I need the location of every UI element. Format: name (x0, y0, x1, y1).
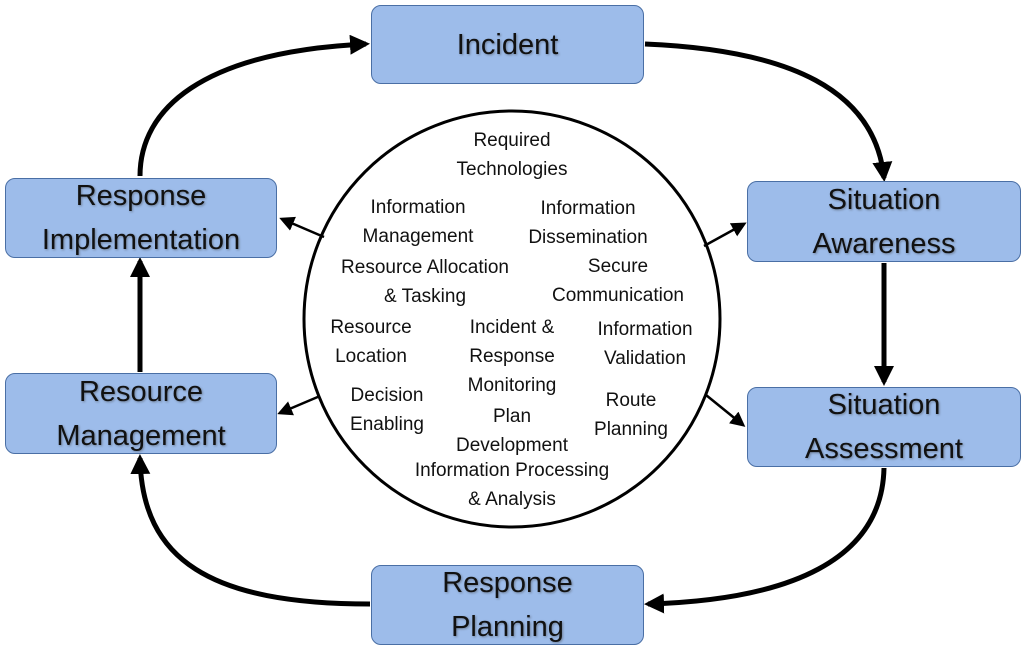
item-route-planning: Route Planning (594, 390, 668, 440)
situation-awareness-label-line-1: Situation (827, 183, 941, 216)
response-implementation-label-line-1: Response (75, 180, 207, 212)
spoke-to-response-implementation (279, 216, 325, 239)
item-required-technologies: Required Technologies (456, 130, 568, 180)
item-decision-enabling: Decision Enabling (350, 385, 424, 435)
resource-management-box: Resource Management (5, 373, 277, 454)
response-planning-label-line-2: Planning (451, 611, 564, 643)
situation-assessment-label-line-1: Situation (827, 389, 941, 421)
situation-assessment-label-line-2: Assessment (805, 433, 963, 465)
spoke-to-situation-awareness (703, 222, 747, 248)
item-information-validation: Information Validation (597, 319, 693, 369)
item-plan-development: Plan Development (456, 406, 568, 456)
arrow-assessment-to-planning (644, 467, 887, 614)
center-circle (302, 109, 722, 529)
arrow-implementation-to-incident (137, 34, 370, 177)
arrow-planning-to-resource-management (130, 454, 371, 607)
item-incident-response-monitoring: Incident & Response Monitoring (467, 317, 557, 396)
incident-label: Incident (456, 28, 559, 61)
item-information-management: Information Management (362, 197, 474, 247)
spoke-to-resource-management (277, 394, 321, 416)
response-implementation-box: Response Implementation (5, 178, 277, 258)
item-secure-communication: Secure Communication (552, 256, 684, 306)
item-resource-location: Resource Location (330, 317, 412, 367)
resource-management-label-line-1: Resource (78, 375, 204, 408)
arrow-incident-to-awareness (644, 41, 893, 182)
situation-assessment-box: Situation Assessment (747, 387, 1021, 467)
response-implementation-label-line-2: Implementation (41, 224, 241, 256)
incident-box: Incident (371, 5, 644, 84)
spoke-to-situation-assessment (705, 394, 746, 427)
response-planning-label-line-1: Response (442, 567, 573, 599)
situation-awareness-box: Situation Awareness (747, 181, 1021, 262)
item-resource-allocation-tasking: Resource Allocation & Tasking (341, 257, 509, 307)
item-information-processing-analysis: Information Processing & Analysis (414, 460, 610, 510)
item-information-dissemination: Information Dissemination (528, 198, 648, 248)
response-planning-box: Response Planning (371, 565, 644, 645)
situation-awareness-label-line-2: Awareness (812, 227, 956, 260)
resource-management-label-line-2: Management (56, 419, 226, 452)
